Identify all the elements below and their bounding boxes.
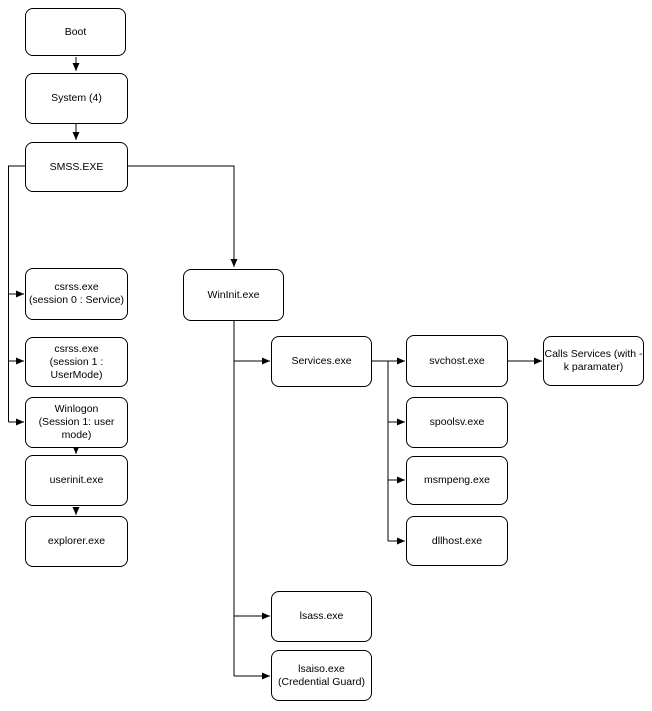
- node-csrss-session1: csrss.exe (session 1 : UserMode): [25, 337, 128, 387]
- node-lsaiso: lsaiso.exe (Credential Guard): [271, 650, 372, 701]
- node-services: Services.exe: [271, 336, 372, 387]
- node-winlogon: Winlogon (Session 1: user mode): [25, 397, 128, 448]
- node-userinit: userinit.exe: [25, 455, 128, 506]
- node-winlogon-label-line1: Winlogon: [54, 403, 99, 415]
- node-lsaiso-label-line1: lsaiso.exe: [298, 662, 345, 675]
- node-services-label: Services.exe: [291, 355, 352, 367]
- node-smss: SMSS.EXE: [25, 142, 128, 192]
- node-csrss-session1-label-line2: (session 1 :: [49, 355, 104, 368]
- node-winlogon-label-line3: mode): [61, 429, 92, 441]
- node-calls-services: Calls Services (with - k paramater): [543, 336, 644, 386]
- node-csrss-session0-label-line1: csrss.exe: [54, 281, 99, 293]
- node-system-label: System (4): [51, 92, 102, 104]
- edge-smss-left-trunk: [8, 165, 25, 422]
- node-csrss-session1-label-line3: UserMode): [50, 368, 103, 381]
- node-explorer: explorer.exe: [25, 516, 128, 567]
- node-boot: Boot: [25, 8, 126, 56]
- node-csrss-session0: csrss.exe (session 0 : Service): [25, 268, 128, 320]
- node-spoolsv: spoolsv.exe: [406, 397, 508, 448]
- node-smss-label: SMSS.EXE: [49, 160, 104, 173]
- node-spoolsv-label: spoolsv.exe: [429, 416, 485, 428]
- node-dllhost-label: dllhost.exe: [431, 534, 483, 547]
- node-calls-services-label-line1: Calls Services (with -: [544, 348, 643, 360]
- node-lsaiso-label-line2: (Credential Guard): [278, 675, 365, 688]
- node-userinit-label: userinit.exe: [49, 474, 104, 486]
- node-calls-services-label-line2: k paramater): [563, 361, 624, 373]
- node-winlogon-label-line2: (Session 1: user: [38, 416, 115, 428]
- node-lsass: lsass.exe: [271, 591, 372, 642]
- node-boot-label: Boot: [64, 25, 87, 38]
- node-explorer-label: explorer.exe: [47, 535, 106, 547]
- node-lsass-label: lsass.exe: [299, 610, 344, 622]
- node-svchost-label: svchost.exe: [429, 354, 485, 367]
- node-system: System (4): [25, 73, 128, 124]
- node-svchost: svchost.exe: [406, 335, 508, 387]
- node-msmpeng: msmpeng.exe: [406, 456, 508, 505]
- node-csrss-session0-label-line2: (session 0 : Service): [28, 294, 125, 306]
- node-csrss-session1-label-line1: csrss.exe: [54, 342, 99, 355]
- node-wininit: WinInit.exe: [183, 269, 284, 321]
- node-msmpeng-label: msmpeng.exe: [424, 474, 490, 486]
- node-dllhost: dllhost.exe: [406, 516, 508, 566]
- edge-smss-to-wininit: [128, 165, 238, 267]
- node-wininit-label: WinInit.exe: [207, 288, 260, 301]
